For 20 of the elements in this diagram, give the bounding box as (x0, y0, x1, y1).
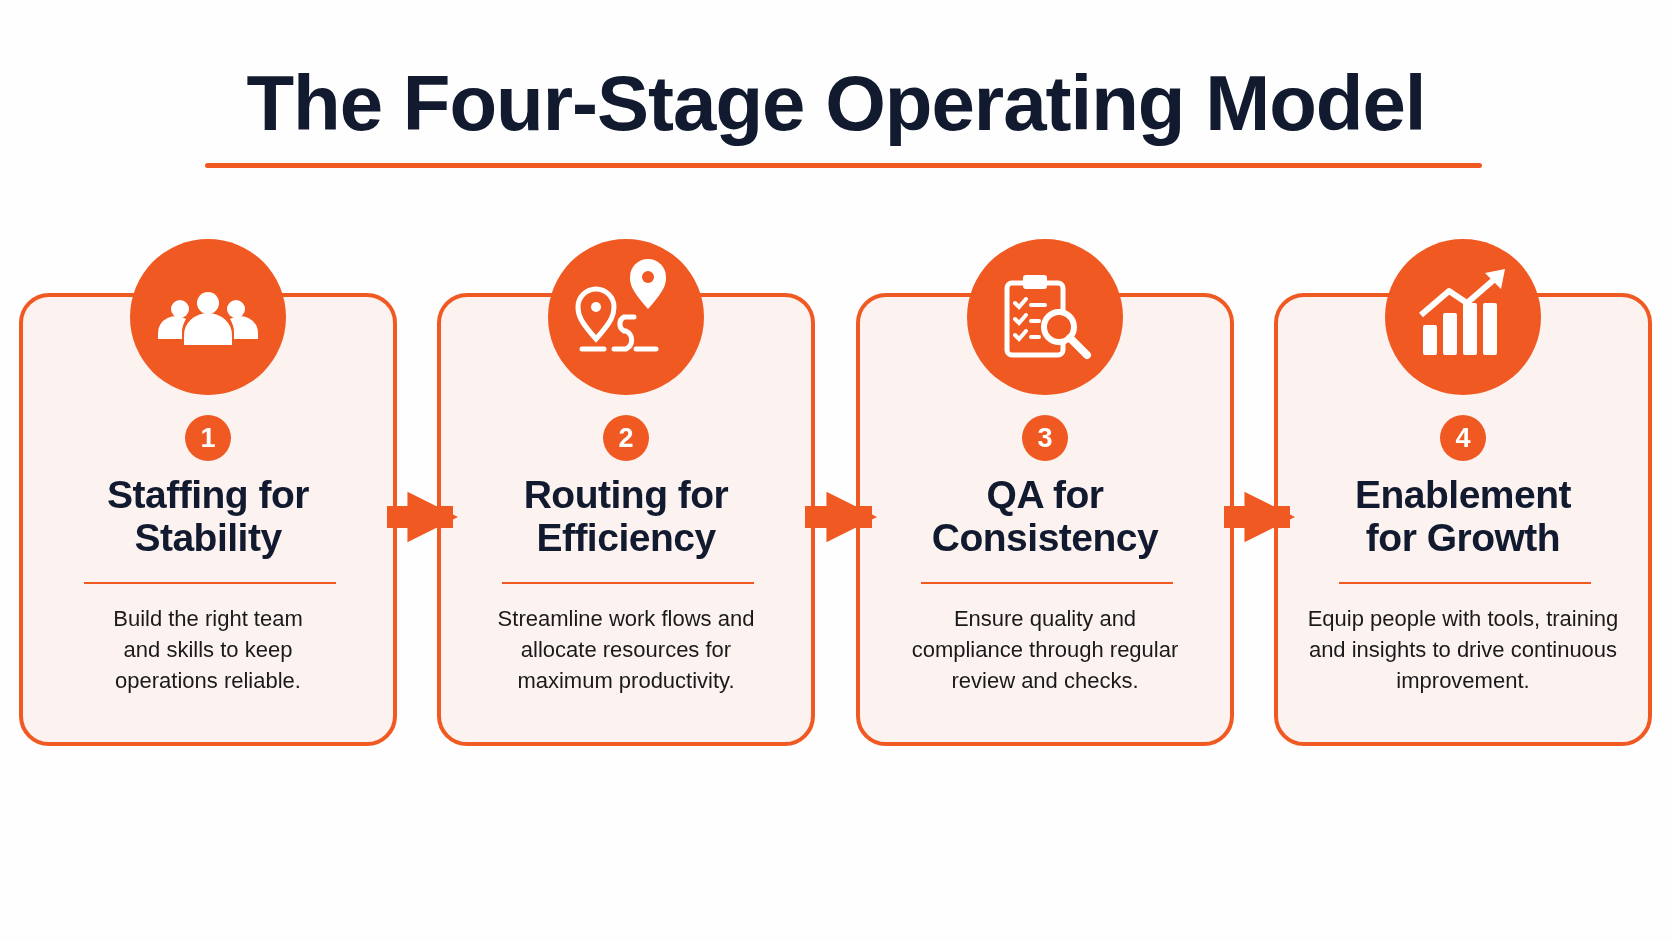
stage-card (1274, 293, 1652, 746)
stage-card (437, 293, 815, 746)
stage-heading: Enablement for Growth (1353, 473, 1573, 559)
stage-card (19, 293, 397, 746)
step-number: 4 (1440, 415, 1486, 461)
stage-description: Ensure quality and compliance through regular review and checks. (910, 605, 1180, 695)
arrow (805, 491, 878, 543)
stage-description: Build the right team and skills to keep operations reliable. (112, 605, 304, 695)
step-number: 1 (185, 415, 231, 461)
arrow (1224, 491, 1296, 543)
stage-heading: Staffing for Stability (106, 473, 310, 559)
step-number: 2 (603, 415, 649, 461)
stage-description: Streamline work flows and allocate resources for maximum productivity. (496, 605, 756, 695)
title: The Four-Stage Operating Model (245, 58, 1427, 149)
arrow (387, 491, 459, 543)
stage-heading: Routing for Efficiency (522, 473, 730, 559)
step-number: 3 (1022, 415, 1068, 461)
stage-heading: QA for Consistency (930, 473, 1160, 559)
stage-card (856, 293, 1234, 746)
stage-description: Equip people with tools, training and insights to drive continuous improvement. (1306, 605, 1620, 695)
